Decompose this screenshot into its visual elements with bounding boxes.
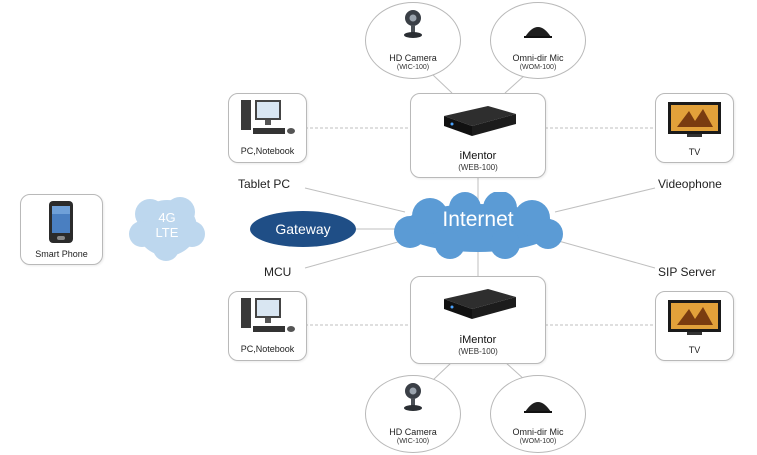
mic-top-model: (WOM-100) (519, 64, 557, 71)
mcu-label: MCU (264, 265, 292, 279)
mic-circle-top: Omni-dir Mic (WOM-100) (490, 2, 586, 79)
line-sip (554, 239, 656, 269)
camera-bottom-name: HD Camera (389, 427, 437, 437)
camera-circle-bottom: HD Camera (WIC-100) (365, 375, 461, 453)
pc-top-label: PC,Notebook (240, 146, 295, 156)
internet-label: Internet (442, 208, 514, 231)
mic-circle-bottom: Omni-dir Mic (WOM-100) (490, 375, 586, 453)
mic-bottom-name: Omni-dir Mic (512, 427, 564, 437)
imentor-device-icon (444, 289, 516, 319)
tv-icon (668, 102, 721, 137)
lte-line-2: LTE (155, 225, 179, 240)
microphone-icon (524, 27, 552, 38)
imentor-box-top: iMentor (WEB-100) (410, 93, 546, 178)
videophone-label: Videophone (658, 177, 722, 191)
line-mcu (304, 239, 406, 269)
smartphone-label: Smart Phone (35, 249, 88, 259)
smartphone-icon (49, 201, 73, 243)
pc-icon (241, 298, 295, 332)
camera-bottom-model: (WIC-100) (396, 438, 430, 445)
smartphone-box: Smart Phone (20, 194, 103, 265)
gateway-label: Gateway (275, 221, 331, 237)
internet-cloud-shape (394, 192, 563, 259)
microphone-icon (524, 402, 552, 413)
tv-box-top: TV (655, 93, 734, 163)
camera-icon (404, 10, 422, 38)
gateway-node: Gateway (250, 211, 356, 247)
lte-line-1: 4G (158, 210, 176, 225)
tablet-label: Tablet PC (238, 177, 291, 191)
sip-label: SIP Server (658, 265, 716, 279)
tv-top-label: TV (688, 147, 701, 157)
camera-top-name: HD Camera (389, 53, 437, 63)
imentor-top-model: (WEB-100) (458, 163, 498, 172)
imentor-device-icon (444, 106, 516, 136)
line-mic-top (504, 74, 526, 94)
lte-cloud-shape (129, 197, 205, 261)
pc-box-bottom: PC,Notebook (228, 291, 307, 361)
imentor-bottom-model: (WEB-100) (458, 347, 498, 356)
imentor-top-name: iMentor (459, 150, 497, 162)
line-tablet (304, 187, 406, 213)
camera-circle-top: HD Camera (WIC-100) (365, 2, 461, 79)
line-camera-top (432, 74, 453, 94)
line-camera-bottom (432, 361, 453, 381)
pc-bottom-label: PC,Notebook (240, 344, 295, 354)
tv-icon (668, 300, 721, 335)
tv-bottom-label: TV (688, 345, 701, 355)
pc-icon (241, 100, 295, 134)
camera-icon (404, 383, 422, 411)
line-videophone (554, 187, 656, 213)
mic-top-name: Omni-dir Mic (512, 53, 564, 63)
lte-label: 4G LTE (132, 210, 202, 240)
pc-box-top: PC,Notebook (228, 93, 307, 163)
imentor-bottom-name: iMentor (459, 334, 497, 346)
imentor-box-bottom: iMentor (WEB-100) (410, 276, 546, 364)
tv-box-bottom: TV (655, 291, 734, 361)
camera-top-model: (WIC-100) (396, 64, 430, 71)
mic-bottom-model: (WOM-100) (519, 438, 557, 445)
